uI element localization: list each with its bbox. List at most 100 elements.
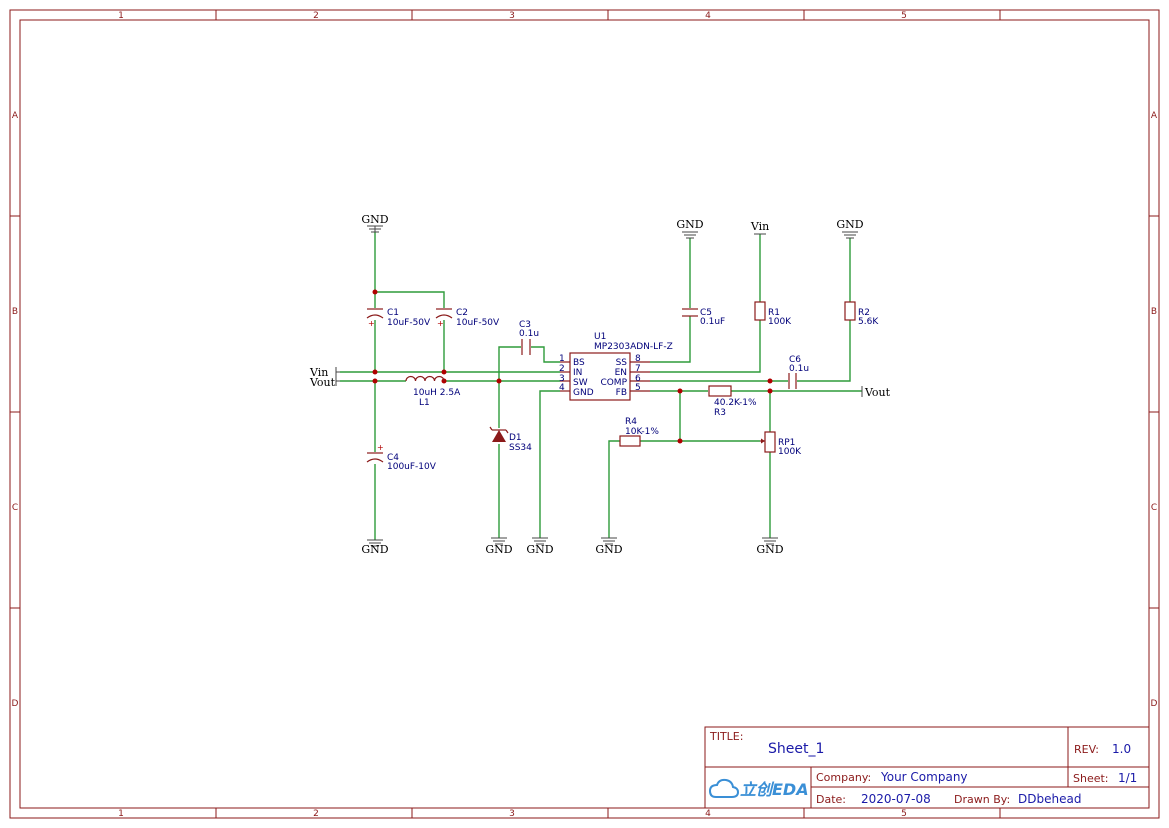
u1-pin3-num: 3 bbox=[559, 374, 565, 384]
svg-text:GND: GND bbox=[836, 218, 863, 231]
u1-pin3-name: SW bbox=[573, 378, 588, 388]
svg-text:0.1u: 0.1u bbox=[519, 329, 539, 339]
company-label: Company: bbox=[816, 771, 871, 784]
cloud-icon bbox=[708, 778, 740, 798]
u1-pin7-name: EN bbox=[615, 368, 627, 378]
svg-text:10uH 2.5A: 10uH 2.5A bbox=[413, 388, 461, 398]
svg-text:R2: R2 bbox=[858, 308, 870, 318]
u1-pin8-num: 8 bbox=[635, 354, 641, 364]
svg-text:GND: GND bbox=[526, 543, 553, 556]
svg-text:GND: GND bbox=[756, 543, 783, 556]
inductor-l1: 10uH 2.5A L1 bbox=[405, 375, 461, 408]
vout-port-right: Vout bbox=[861, 386, 891, 399]
gnd-symbol-c1: GND bbox=[361, 213, 389, 233]
svg-text:R3: R3 bbox=[714, 408, 726, 418]
drawn-by-value: DDbehead bbox=[1018, 792, 1081, 806]
svg-text:C5: C5 bbox=[700, 308, 712, 318]
svg-text:GND: GND bbox=[676, 218, 703, 231]
rev-value: 1.0 bbox=[1112, 742, 1131, 756]
svg-text:+: + bbox=[377, 443, 384, 452]
svg-text:0.1u: 0.1u bbox=[789, 364, 809, 374]
svg-text:C3: C3 bbox=[519, 320, 531, 330]
u1-pin5-name: FB bbox=[616, 388, 627, 398]
ic-u1: U1 MP2303ADN-LF-Z 1 BS 2 IN 3 SW 4 GND 8… bbox=[559, 332, 673, 401]
svg-text:100uF-10V: 100uF-10V bbox=[387, 462, 437, 472]
svg-text:U1: U1 bbox=[594, 332, 606, 342]
resistor-r3: 40.2K-1% R3 bbox=[708, 385, 757, 418]
frame-col-4-bottom: 4 bbox=[705, 809, 711, 819]
u1-pin8-name: SS bbox=[616, 358, 628, 368]
gnd-symbol-r2: GND bbox=[836, 218, 864, 239]
capacitor-c3: C3 0.1u bbox=[519, 320, 539, 355]
svg-text:R4: R4 bbox=[625, 417, 637, 427]
svg-text:GND: GND bbox=[361, 543, 388, 556]
svg-text:Vout: Vout bbox=[309, 376, 336, 389]
svg-text:RP1: RP1 bbox=[778, 438, 795, 448]
u1-pin1-num: 1 bbox=[559, 354, 565, 364]
capacitor-c5: C5 0.1uF bbox=[682, 308, 725, 327]
gnd-symbol-rp1: GND bbox=[756, 537, 784, 556]
svg-text:MP2303ADN-LF-Z: MP2303ADN-LF-Z bbox=[594, 342, 673, 352]
frame-col-4-top: 4 bbox=[705, 11, 711, 21]
svg-text:100K: 100K bbox=[768, 317, 792, 327]
logo-text-en: EDA bbox=[772, 780, 809, 799]
resistor-r1: R1 100K bbox=[754, 301, 792, 327]
svg-text:C4: C4 bbox=[387, 453, 399, 463]
resistor-r4: R4 10K-1% bbox=[619, 417, 659, 447]
frame-row-a-right: A bbox=[1151, 111, 1158, 121]
frame-row-b-right: B bbox=[1151, 307, 1157, 317]
svg-text:R1: R1 bbox=[768, 308, 780, 318]
sheet-title: Sheet_1 bbox=[768, 741, 824, 757]
svg-text:Vout: Vout bbox=[864, 386, 891, 399]
vout-port-left: Vout bbox=[309, 376, 340, 389]
svg-text:10K-1%: 10K-1% bbox=[625, 427, 659, 437]
svg-text:L1: L1 bbox=[419, 398, 430, 408]
vin-port: Vin bbox=[309, 366, 340, 379]
svg-text:+: + bbox=[437, 319, 444, 328]
junctions bbox=[372, 289, 773, 444]
frame-col-1-bottom: 1 bbox=[118, 809, 124, 819]
gnd-symbol-r4: GND bbox=[595, 537, 623, 556]
frame-col-3-top: 3 bbox=[509, 11, 515, 21]
svg-text:C1: C1 bbox=[387, 308, 399, 318]
gnd-symbol-u1: GND bbox=[526, 537, 554, 556]
capacitor-c4: + C4 100uF-10V bbox=[366, 443, 437, 472]
title-label: TITLE: bbox=[709, 730, 743, 743]
u1-pin7-num: 7 bbox=[635, 364, 641, 374]
svg-text:10uF-50V: 10uF-50V bbox=[456, 318, 500, 328]
frame-row-d-left: D bbox=[12, 699, 19, 709]
svg-text:+: + bbox=[368, 319, 375, 328]
u1-pin2-num: 2 bbox=[559, 364, 565, 374]
frame-col-1-top: 1 bbox=[118, 11, 124, 21]
frame-row-c-right: C bbox=[1151, 503, 1157, 513]
sheet-frame: 1 2 3 4 5 1 2 3 4 5 A B C D A B C D bbox=[9, 9, 1160, 819]
svg-text:GND: GND bbox=[361, 213, 388, 226]
u1-pin6-name: COMP bbox=[600, 378, 627, 388]
svg-text:100K: 100K bbox=[778, 447, 802, 457]
frame-col-3-bottom: 3 bbox=[509, 809, 515, 819]
frame-col-2-top: 2 bbox=[313, 11, 319, 21]
diode-d1: D1 SS34 bbox=[489, 426, 532, 453]
svg-text:GND: GND bbox=[485, 543, 512, 556]
sheet-value: 1/1 bbox=[1118, 771, 1137, 785]
svg-text:Vin: Vin bbox=[750, 220, 769, 233]
date-value: 2020-07-08 bbox=[861, 792, 931, 806]
u1-pin6-num: 6 bbox=[635, 374, 641, 384]
eda-logo: 立创 EDA bbox=[708, 778, 809, 799]
logo-text-cn: 立创 bbox=[740, 780, 775, 799]
capacitor-c1: + C1 10uF-50V bbox=[366, 308, 431, 328]
potentiometer-rp1: RP1 100K bbox=[760, 431, 802, 457]
svg-text:D1: D1 bbox=[509, 433, 522, 443]
gnd-symbol-d1: GND bbox=[485, 537, 513, 556]
frame-row-a-left: A bbox=[12, 111, 19, 121]
u1-pin4-num: 4 bbox=[559, 383, 565, 393]
drawn-by-label: Drawn By: bbox=[954, 793, 1010, 806]
title-block: TITLE: Sheet_1 REV: 1.0 Company: Your Co… bbox=[704, 726, 1150, 809]
resistor-r2: R2 5.6K bbox=[844, 301, 879, 327]
u1-pin1-name: BS bbox=[573, 358, 585, 368]
frame-col-2-bottom: 2 bbox=[313, 809, 319, 819]
frame-col-5-top: 5 bbox=[901, 11, 907, 21]
frame-row-c-left: C bbox=[12, 503, 18, 513]
svg-text:SS34: SS34 bbox=[509, 443, 532, 453]
